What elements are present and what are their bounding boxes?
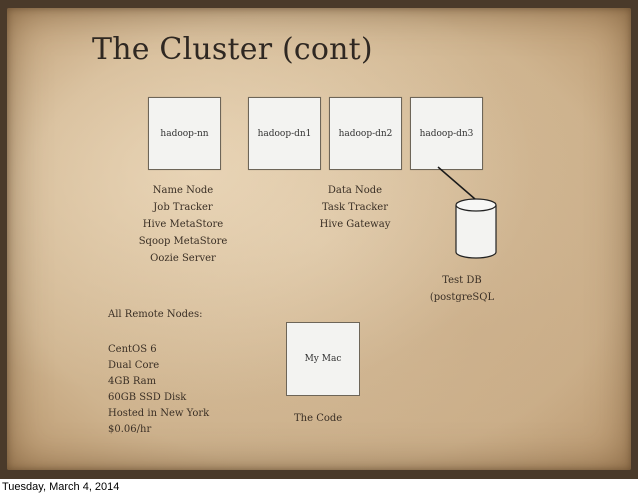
footer-date: Tuesday, March 4, 2014 bbox=[2, 481, 120, 493]
node-label: hadoop-dn1 bbox=[257, 128, 312, 139]
spec-item: 60GB SSD Disk bbox=[108, 392, 187, 403]
datanode-role-list: Data Node Task Tracker Hive Gateway bbox=[303, 182, 407, 233]
node-box-hadoop-nn: hadoop-nn bbox=[148, 97, 221, 170]
role-item: Task Tracker bbox=[322, 202, 388, 213]
remote-nodes-heading: All Remote Nodes: bbox=[108, 309, 203, 320]
node-box-hadoop-dn1: hadoop-dn1 bbox=[248, 97, 321, 170]
slide: The Cluster (cont) hadoop-nn hadoop-dn1 … bbox=[0, 0, 638, 479]
role-item: Data Node bbox=[327, 185, 383, 196]
remote-spec-list: CentOS 6 Dual Core 4GB Ram 60GB SSD Disk… bbox=[108, 342, 209, 438]
node-box-hadoop-dn3: hadoop-dn3 bbox=[410, 97, 483, 170]
node-label: hadoop-dn3 bbox=[419, 128, 474, 139]
role-item: Sqoop MetaStore bbox=[138, 236, 228, 247]
node-label: hadoop-dn2 bbox=[338, 128, 393, 139]
mac-label: My Mac bbox=[304, 354, 342, 364]
role-item: Hive MetaStore bbox=[142, 219, 224, 230]
slide-title: The Cluster (cont) bbox=[92, 32, 373, 67]
spec-item: $0.06/hr bbox=[108, 424, 152, 435]
spec-item: Dual Core bbox=[108, 360, 160, 371]
spec-item: 4GB Ram bbox=[108, 376, 157, 387]
spec-item: CentOS 6 bbox=[108, 344, 157, 355]
node-box-hadoop-dn2: hadoop-dn2 bbox=[329, 97, 402, 170]
parchment-background bbox=[7, 8, 631, 470]
role-item: Name Node bbox=[152, 185, 214, 196]
spec-item: Hosted in New York bbox=[108, 408, 210, 419]
database-name: Test DB bbox=[442, 275, 482, 286]
database-label: Test DB (postgreSQL bbox=[420, 272, 504, 306]
role-item: Oozie Server bbox=[150, 253, 216, 264]
role-item: Job Tracker bbox=[153, 202, 213, 213]
node-label: hadoop-nn bbox=[160, 128, 209, 139]
my-mac-box: My Mac bbox=[286, 322, 360, 396]
database-type: (postgreSQL bbox=[429, 292, 495, 303]
role-item: Hive Gateway bbox=[319, 219, 391, 230]
code-caption: The Code bbox=[294, 413, 343, 424]
namenode-role-list: Name Node Job Tracker Hive MetaStore Sqo… bbox=[128, 182, 238, 267]
